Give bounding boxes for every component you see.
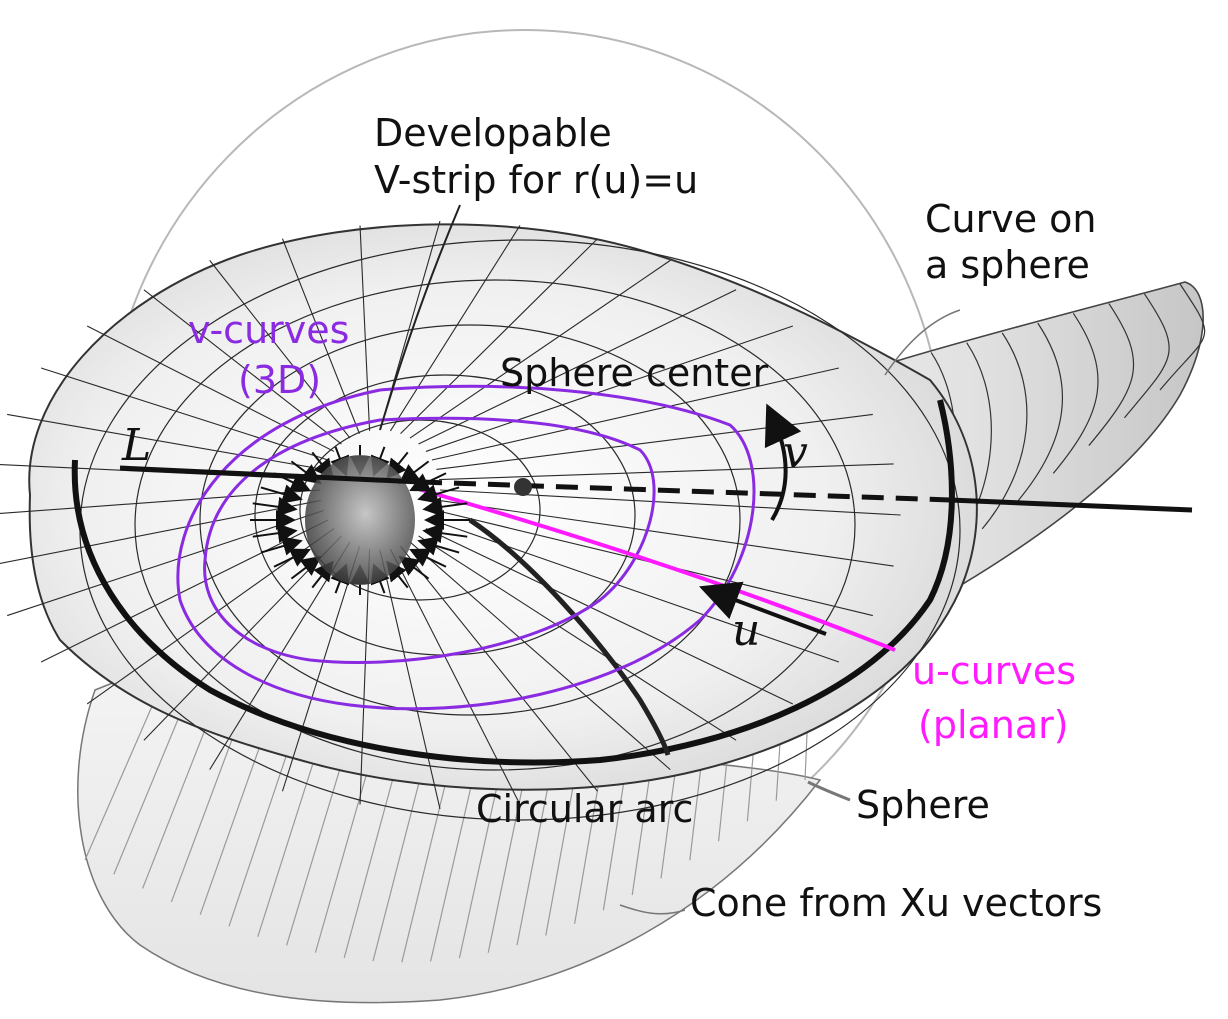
xu-vector-arrow [417,536,460,556]
label-developable-line1: Developable [374,111,612,155]
cone-ruling [458,759,504,959]
surface-spoke [425,325,794,452]
label-u-curves-line2: (planar) [918,703,1069,747]
v-curves [176,384,756,711]
v-curve-inner [203,416,656,664]
surface-spoke [425,528,794,705]
surface-spoke [439,499,894,567]
u-direction-arrow [699,581,827,636]
tube-grid-line [1159,283,1206,391]
xu-vector-arrow [252,496,298,517]
xu-vector-arrow [422,523,468,544]
surface-spoke [281,238,360,434]
surface-spoke [379,549,441,810]
surface-spoke [439,463,894,481]
v-direction-arrow [764,403,802,522]
surface-spoke [359,225,371,431]
v-curve-outer [176,384,756,711]
label-sphere-center: Sphere center [500,351,769,395]
surface-spoke [400,546,598,792]
circular-arc [71,399,955,766]
xu-vector-arrow [409,548,447,568]
leader-developable [379,204,461,431]
central-hub [305,455,415,585]
cone-ruling [343,750,401,959]
cone-ruling [314,745,376,953]
cone-ruling [372,755,427,962]
axis-line-dashed [419,479,951,503]
xu-vector-arrow [260,484,303,504]
xu-vector-arrows [250,445,470,595]
xu-vector-arrow [260,536,303,556]
sphere-center-dot [514,478,532,496]
xu-vector-arrow [398,460,430,485]
leader-curve-on-sphere [884,309,961,376]
cone-ruling [487,758,529,953]
surface-spoke [0,489,321,515]
tube-grid-line [1088,303,1135,446]
surface-spoke [86,325,335,452]
tube-grid-line [981,332,1028,530]
label-param-u: u [732,605,760,656]
label-param-v: v [783,427,808,478]
label-curve-on-sphere-line2: a sphere [925,243,1090,287]
surface-ring [134,279,856,771]
surface-spoke [418,535,737,741]
cone-ruling [401,758,453,963]
surface-spoke [281,546,361,792]
u-curve [414,486,896,652]
surface-spoke [7,509,324,617]
surface-spoke [40,367,329,461]
label-sphere: Sphere [856,783,990,827]
label-cone: Cone from Xu vectors [690,881,1102,925]
label-axis-L: L [121,420,151,471]
surface-spoke [400,238,598,435]
xu-vector-arrow [417,484,460,504]
surface-spoke [389,225,521,432]
surface-spoke [359,549,371,805]
xu-vector-arrow [398,555,430,580]
circular-arc-lower [468,517,671,756]
xu-vector-arrow [252,523,298,544]
tube-grid-line [1123,293,1170,419]
surface-spoke [439,489,901,516]
axis-line-solid [119,465,421,485]
label-developable-line2: V-strip for r(u)=u [374,158,698,202]
leader-cone [619,904,686,915]
surface-spoke [409,541,671,771]
leader-sphere [807,780,851,802]
label-v-curves-line2: (3D) [238,358,321,402]
tube-grid-line [1052,313,1099,474]
surface-spoke [431,367,840,461]
xu-vector-arrow [290,555,322,580]
surface-ring [199,324,741,716]
cone-ruling [430,759,478,962]
surface-spoke [0,499,322,564]
leader-lines [379,204,961,915]
surface-spoke [409,259,671,439]
surface-spoke [40,519,329,663]
label-v-curves-line1: v-curves [188,308,349,352]
label-u-curves-line1: u-curves [912,649,1076,693]
tube-grid-line [1017,322,1064,502]
cone-ruling [286,738,350,946]
surface-spoke [209,260,351,439]
axis-line-far [949,497,1193,513]
xu-vector-arrow [422,496,468,517]
label-curve-on-sphere-line1: Curve on [925,197,1097,241]
label-circular-arc: Circular arc [476,787,693,831]
surface-spoke [143,289,342,445]
